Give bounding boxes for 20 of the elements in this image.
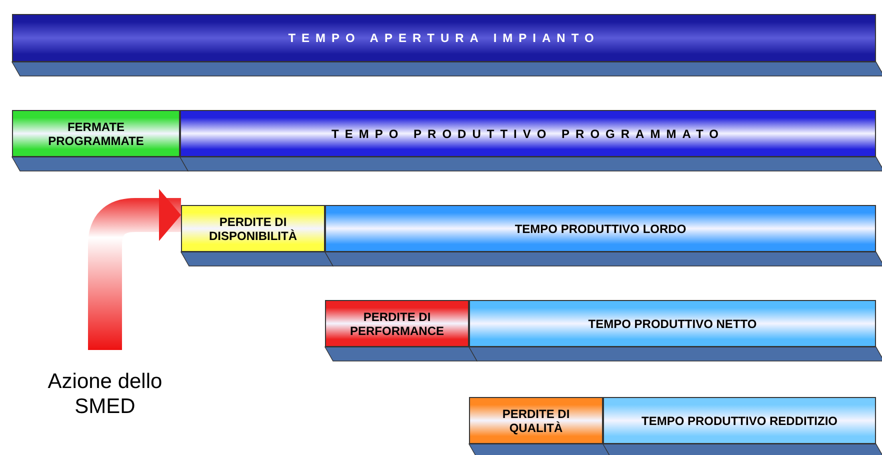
- time-bar: [469, 397, 603, 444]
- time-bar: [181, 205, 325, 252]
- annotation-text: Azione dello SMED: [46, 369, 164, 419]
- bar-label: TEMPO PRODUTTIVO PROGRAMMATO: [332, 126, 724, 140]
- time-bar: [469, 300, 876, 347]
- bar-label: FERMATE PROGRAMMATE: [47, 120, 145, 148]
- bar-label: PERDITE DI QUALITÀ: [501, 406, 571, 434]
- bar-label: PERDITE DI PERFORMANCE: [348, 310, 445, 338]
- time-bar: [12, 14, 876, 62]
- bar-label: TEMPO APERTURA IMPIANTO: [288, 31, 600, 45]
- time-bar: [180, 110, 876, 157]
- bar-label: TEMPO PRODUTTIVO REDDITIZIO: [641, 414, 838, 428]
- bar-label: TEMPO PRODUTTIVO LORDO: [514, 222, 686, 236]
- time-bar: [325, 205, 876, 252]
- bar-label: TEMPO PRODUTTIVO NETTO: [588, 316, 757, 330]
- time-bar: [603, 397, 876, 444]
- curved-arrow: [88, 189, 181, 350]
- time-bar: [12, 110, 180, 157]
- time-bar: [325, 300, 469, 347]
- bar-label: PERDITE DI DISPONIBILITÀ: [208, 214, 298, 242]
